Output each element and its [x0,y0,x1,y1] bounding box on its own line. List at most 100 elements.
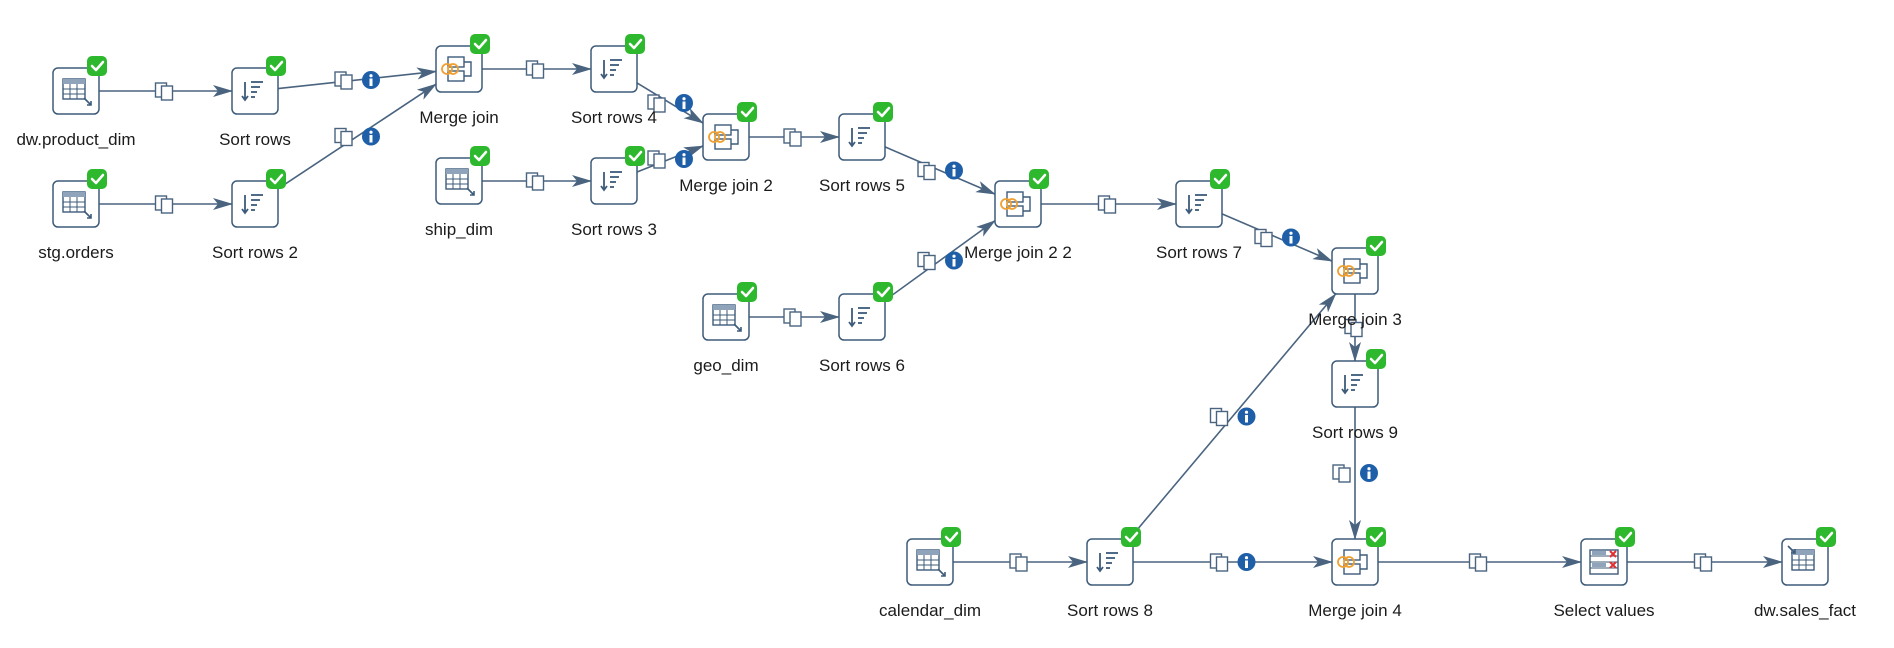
sort-rows-icon [848,127,870,148]
copy-rows-icon [334,71,353,90]
hop-s2-s5[interactable] [277,67,437,90]
step-sort-rows-9[interactable]: Sort rows 9 [1312,349,1398,442]
hop-s4-s5[interactable] [277,83,437,190]
step-merge-join[interactable]: Merge join [419,34,499,127]
table-input-icon [916,549,946,577]
copy-rows-icon [154,82,174,101]
copy-rows-icon [1009,553,1028,572]
table-input-icon [712,304,742,332]
step-label: Sort rows 4 [571,108,657,127]
step-merge-join-2[interactable]: Merge join 2 [679,102,773,195]
hop-s13-s14[interactable] [1041,195,1177,214]
step-label: Sort rows [219,130,291,149]
sort-rows-icon [848,307,870,328]
step-dw-sales-fact[interactable]: dw.sales_fact [1754,527,1856,620]
step-box [838,293,886,341]
step-ship-dim[interactable]: ship_dim [425,146,493,239]
step-select-values[interactable]: Select values [1553,527,1655,620]
status-ok-icon [470,34,490,54]
step-merge-join-4[interactable]: Merge join 4 [1308,527,1402,620]
copy-rows-icon [154,195,174,214]
status-ok-icon [266,169,286,189]
hop-s7-s8[interactable] [482,172,592,191]
step-merge-join-3[interactable]: Merge join 3 [1308,236,1402,329]
hop-s3-s4[interactable] [99,195,233,214]
hop-s18-s15[interactable] [1128,293,1337,540]
status-ok-icon [625,34,645,54]
hop-s10-s13[interactable] [884,146,996,195]
info-icon [1237,407,1256,426]
copy-rows-icon [1097,195,1117,214]
hop-s20-s21[interactable] [1627,553,1783,572]
hop-s17-s18[interactable] [953,553,1088,572]
info-icon [1282,228,1300,247]
status-ok-icon [266,56,286,76]
hop-s6-s9[interactable] [636,82,704,124]
step-box [838,113,886,161]
hop-s11-s12[interactable] [749,308,840,327]
step-stg-orders[interactable]: stg.orders [38,169,114,262]
hop-s5-s6[interactable] [482,60,592,79]
sort-rows-icon [600,59,622,80]
table-input-icon [445,168,475,196]
hop-s18-s19[interactable] [1133,553,1333,572]
status-ok-icon [737,282,757,302]
status-ok-icon [873,102,893,122]
step-sort-rows-8[interactable]: Sort rows 8 [1067,527,1153,620]
merge-join-icon [441,56,472,82]
copy-rows-icon [783,128,802,147]
step-sort-rows-7[interactable]: Sort rows 7 [1156,169,1242,262]
status-ok-icon [873,282,893,302]
step-box [1331,360,1379,408]
hop-s15-s16[interactable] [1344,294,1363,362]
step-label: ship_dim [425,220,493,239]
step-label: geo_dim [693,356,758,375]
hop-s19-s20[interactable] [1378,553,1582,572]
step-box [1175,180,1223,228]
copy-rows-icon [1209,407,1229,427]
hops-layer [99,60,1783,572]
step-label: Sort rows 5 [819,176,905,195]
hop-s12-s13[interactable] [884,220,996,301]
info-icon [362,127,380,146]
status-ok-icon [1366,527,1386,547]
step-sort-rows-2[interactable]: Sort rows 2 [212,169,298,262]
merge-join-icon [1337,258,1368,284]
info-icon [945,251,963,270]
copy-rows-icon [647,150,666,169]
hop-s1-s2[interactable] [99,82,233,101]
info-icon [675,94,693,112]
hop-s14-s15[interactable] [1221,213,1333,262]
step-label: Sort rows 8 [1067,601,1153,620]
step-box [1086,538,1134,586]
copy-rows-icon [1332,464,1351,483]
hop-s16-s19[interactable] [1332,407,1378,540]
step-sort-rows-3[interactable]: Sort rows 3 [571,146,657,239]
step-label: Sort rows 9 [1312,423,1398,442]
step-sort-rows[interactable]: Sort rows [219,56,291,149]
step-label: calendar_dim [879,601,981,620]
hop-s9-s10[interactable] [749,128,840,147]
copy-rows-icon [525,60,545,79]
sort-rows-icon [1185,194,1207,215]
step-box [231,67,279,115]
status-ok-icon [470,146,490,166]
sort-rows-icon [1341,374,1363,395]
step-merge-join-2-2[interactable]: Merge join 2 2 [964,169,1072,262]
select-values-icon [1589,549,1619,575]
status-ok-icon [1366,236,1386,256]
hop-s8-s9[interactable] [636,145,704,173]
step-geo-dim[interactable]: geo_dim [693,282,759,375]
step-calendar-dim[interactable]: calendar_dim [879,527,981,620]
info-icon [362,71,380,89]
step-sort-rows-6[interactable]: Sort rows 6 [819,282,905,375]
info-icon [945,161,963,180]
status-ok-icon [625,146,645,166]
step-sort-rows-4[interactable]: Sort rows 4 [571,34,657,127]
merge-join-icon [708,124,739,150]
step-sort-rows-5[interactable]: Sort rows 5 [819,102,905,195]
step-label: Sort rows 3 [571,220,657,239]
step-dw-product-dim[interactable]: dw.product_dim [16,56,136,149]
